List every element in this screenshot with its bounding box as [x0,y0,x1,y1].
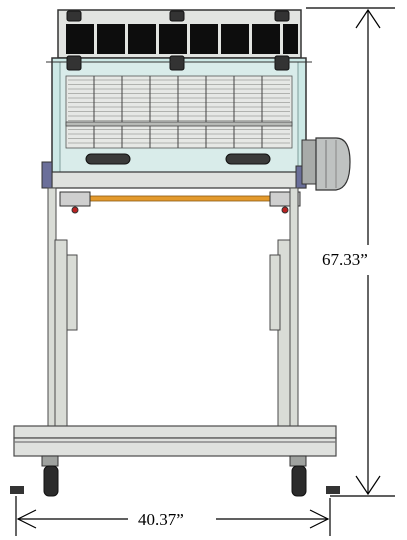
width-dimension [15,496,331,536]
casters [10,455,340,497]
base-frame [13,425,337,457]
height-dimension-label: 67.33” [318,250,372,270]
handles [85,153,271,165]
cross-bar [59,191,301,214]
height-dimension [306,7,395,497]
frame-legs [47,187,299,431]
enclosure-base [51,171,307,189]
hood-panels [66,24,298,54]
hood-clamps [66,10,290,22]
width-dimension-label: 40.37” [134,510,188,530]
left-latch [41,161,53,189]
motor-housing [301,137,351,191]
hood-section [57,9,302,59]
rack-grid [65,75,293,149]
